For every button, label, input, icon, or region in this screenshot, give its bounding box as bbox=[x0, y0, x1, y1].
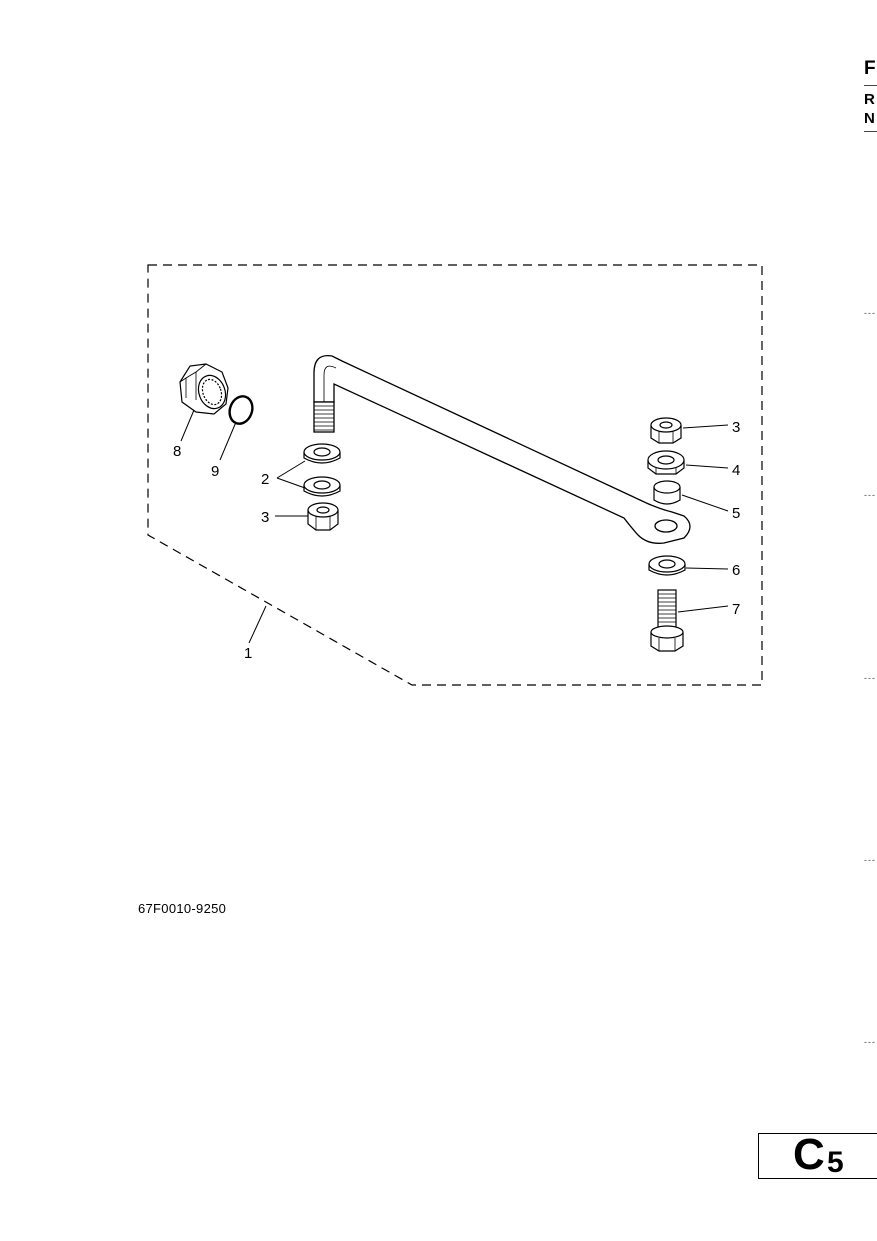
page-tab: C 5 bbox=[758, 1130, 877, 1179]
callout-1: 1 bbox=[244, 645, 252, 662]
callout-4: 4 bbox=[732, 462, 740, 479]
washer-lower bbox=[303, 476, 341, 497]
edge-tick-mark: --- bbox=[864, 1037, 876, 1047]
washer-6 bbox=[648, 555, 686, 576]
header-edge-r: R bbox=[864, 91, 875, 108]
o-ring-9 bbox=[228, 395, 254, 425]
callout-5: 5 bbox=[732, 505, 740, 522]
leader-lines bbox=[180, 409, 729, 644]
page-tab-number: 5 bbox=[827, 1146, 844, 1179]
page-tab-letter: C bbox=[793, 1130, 825, 1179]
edge-tick-mark: --- bbox=[864, 308, 876, 318]
callout-6: 6 bbox=[732, 562, 740, 579]
assembly-boundary bbox=[147, 264, 763, 686]
callout-3-right: 3 bbox=[732, 419, 740, 436]
hex-nut-4 bbox=[647, 450, 685, 475]
header-edge-f: F bbox=[864, 58, 876, 79]
header-edge-rule bbox=[864, 85, 877, 86]
bolt-7 bbox=[650, 589, 684, 652]
steering-rod bbox=[313, 354, 691, 544]
callout-8: 8 bbox=[173, 443, 181, 460]
nut-left bbox=[307, 502, 339, 531]
edge-tick-mark: --- bbox=[864, 490, 876, 500]
callout-9: 9 bbox=[211, 463, 219, 480]
part-code: 67F0010-9250 bbox=[138, 901, 227, 916]
fitting-8 bbox=[179, 363, 229, 415]
collar-5 bbox=[653, 480, 681, 505]
nut-right bbox=[650, 417, 682, 444]
callout-7: 7 bbox=[732, 601, 740, 618]
washer-upper bbox=[303, 443, 341, 464]
callout-2: 2 bbox=[261, 471, 269, 488]
edge-tick-mark: --- bbox=[864, 673, 876, 683]
header-edge-rule bbox=[864, 131, 877, 132]
header-edge-n: N bbox=[864, 110, 875, 127]
callout-3-left: 3 bbox=[261, 509, 269, 526]
edge-tick-mark: --- bbox=[864, 855, 876, 865]
